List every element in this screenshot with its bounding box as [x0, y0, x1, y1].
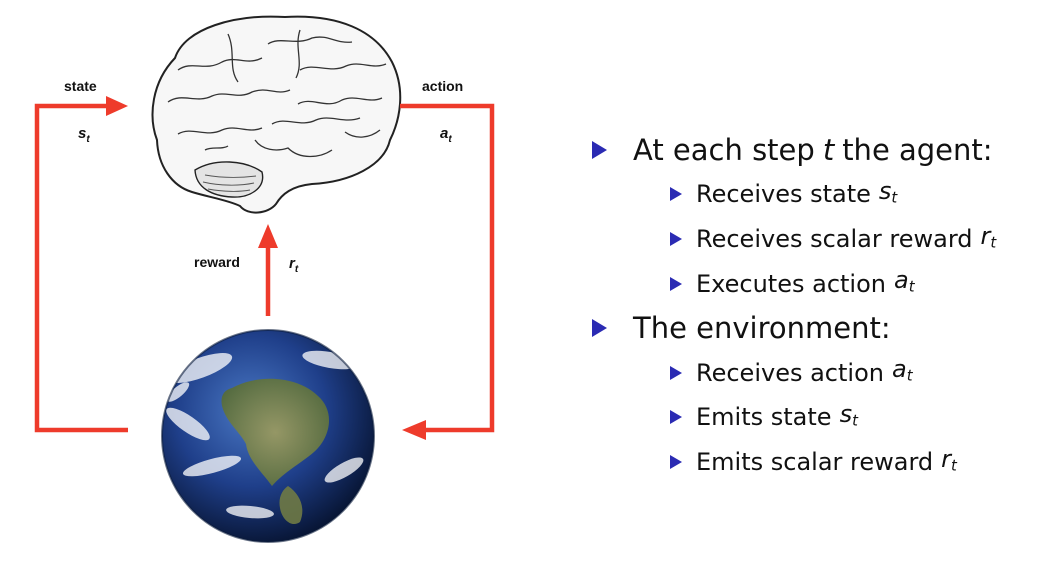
bullet-item-variable: st	[839, 399, 858, 430]
reward-label: reward	[194, 254, 240, 270]
action-arrow-head	[402, 420, 426, 440]
bullet-item-variable: rt	[980, 221, 997, 252]
brain-icon	[151, 15, 402, 214]
env-heading-text: The environment:	[633, 311, 891, 346]
bullet-triangle-icon	[670, 276, 682, 291]
state-symbol: st	[78, 125, 90, 145]
action-arrow	[400, 103, 495, 433]
bullet-triangle-icon	[670, 232, 682, 247]
bullet-item-variable: at	[893, 266, 915, 297]
bullet-item-text: Receives scalar reward	[696, 225, 973, 254]
bullet-triangle-icon	[592, 319, 607, 338]
bullet-item-text: Emits scalar reward	[696, 447, 934, 476]
bullet-triangle-icon	[670, 187, 682, 202]
bullet-item-variable: rt	[941, 444, 957, 475]
state-arrow-head	[106, 96, 128, 116]
reward-symbol: rt	[289, 255, 299, 275]
action-label: action	[422, 78, 463, 94]
bullet-item-text: Executes action	[696, 269, 886, 298]
bullet-item-text: Receives action	[696, 358, 884, 387]
agent-heading-post: the agent:	[842, 133, 993, 167]
earth-globe-icon	[161, 329, 375, 543]
bullet-item-variable: st	[878, 177, 898, 207]
agent-heading-var: t	[822, 133, 835, 167]
bullet-item-text: Receives state	[696, 180, 871, 209]
reward-arrow-head	[258, 224, 278, 248]
state-label: state	[64, 78, 97, 94]
bullet-triangle-icon	[670, 365, 682, 380]
bullet-item-variable: at	[891, 355, 913, 385]
bullet-triangle-icon	[670, 410, 682, 425]
state-arrow	[34, 103, 128, 433]
bullet-triangle-icon	[670, 454, 682, 469]
env-heading: The environment:	[592, 306, 1052, 350]
agent-heading-pre: At each step	[633, 133, 815, 167]
bullet-triangle-icon	[592, 141, 607, 159]
bullet-item-text: Emits state	[696, 403, 832, 432]
action-symbol: at	[440, 125, 452, 145]
bullet-list: At each step t the agent: Receives state…	[592, 128, 1052, 484]
agent-heading: At each step t the agent:	[592, 128, 1052, 172]
